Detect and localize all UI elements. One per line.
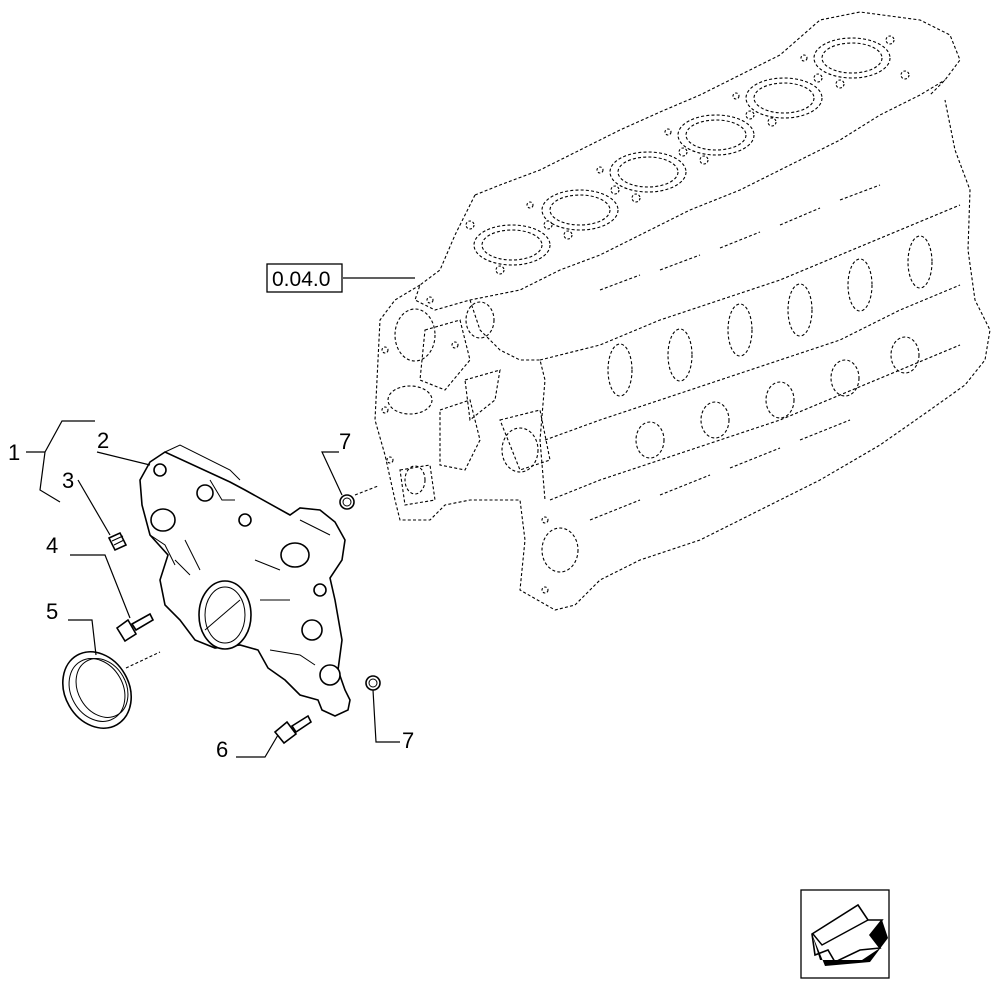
callout-7-lower: 7 xyxy=(402,728,414,753)
callout-5: 5 xyxy=(46,599,58,624)
engine-block xyxy=(374,11,991,611)
callout-3: 3 xyxy=(62,468,74,493)
arrow-left-down-icon[interactable] xyxy=(800,889,890,979)
oil-seal-ring xyxy=(62,651,132,729)
dowel-pin xyxy=(107,531,128,552)
alignment-line xyxy=(354,485,379,496)
leader-lines xyxy=(26,277,415,758)
flange-screw-upper xyxy=(115,612,155,643)
timing-cover xyxy=(139,444,351,717)
reference-box[interactable]: 0.04.0 xyxy=(266,263,343,293)
callout-7-upper: 7 xyxy=(339,429,351,454)
callout-4: 4 xyxy=(46,533,58,558)
reference-label: 0.04.0 xyxy=(272,268,330,291)
flange-screw-lower xyxy=(273,714,313,745)
bushing-lower xyxy=(365,675,381,691)
callout-6: 6 xyxy=(216,737,228,762)
bushing-upper xyxy=(339,494,355,510)
alignment-line xyxy=(125,651,161,669)
callout-1: 1 xyxy=(8,440,20,465)
callout-2: 2 xyxy=(97,428,109,453)
